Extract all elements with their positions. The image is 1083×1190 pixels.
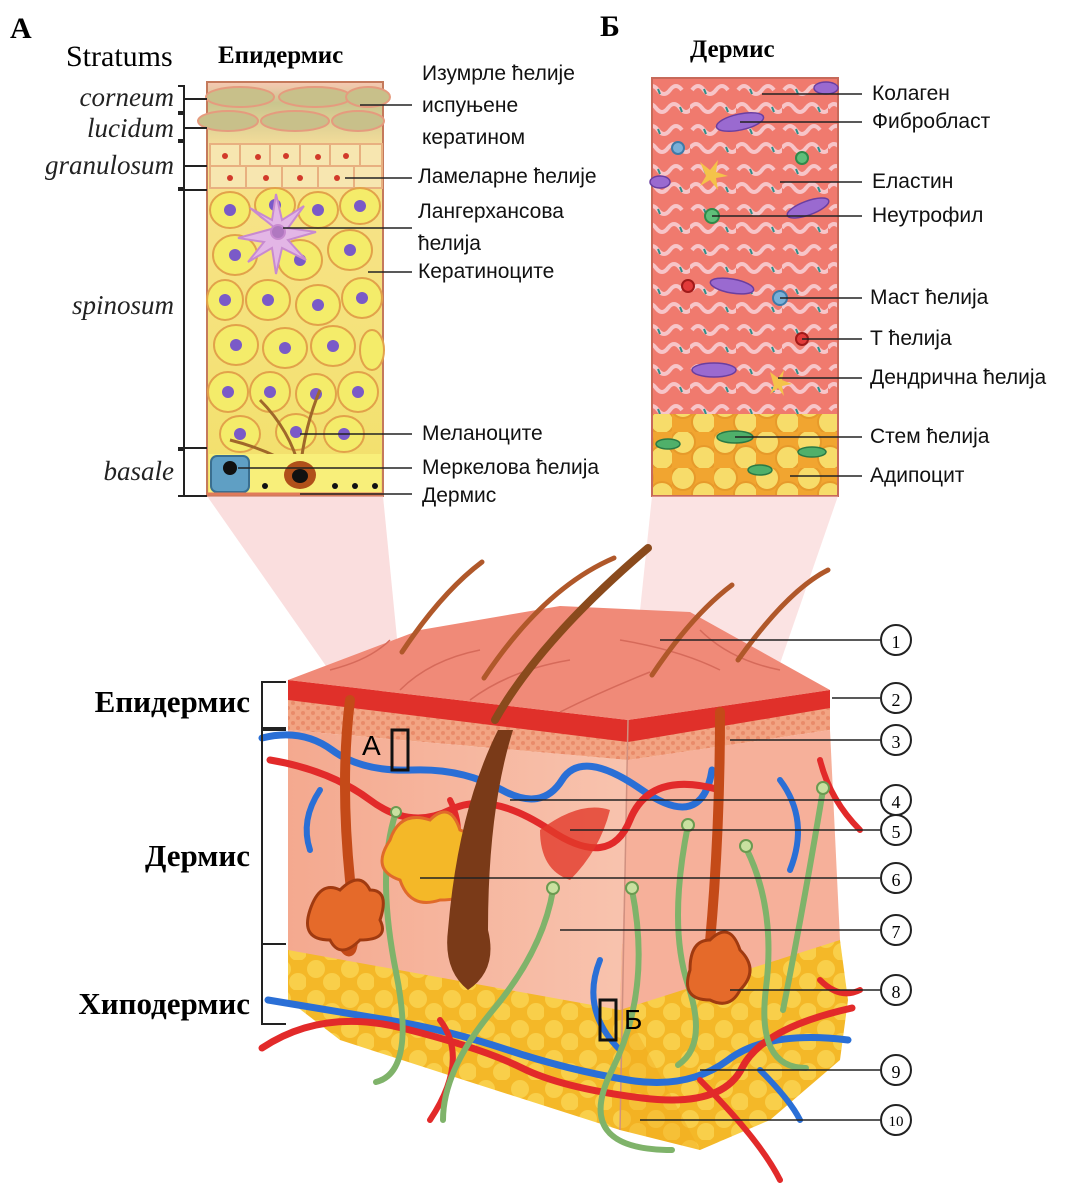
label-dendritic-cell: Дендрична ћелија (870, 362, 1046, 394)
label-lamellar-cells: Ламеларне ћелије (418, 161, 597, 193)
layer-hypodermis: Хиподермис (10, 986, 250, 1022)
callout-2: 2 (880, 682, 912, 714)
label-elastin: Еластин (872, 166, 953, 198)
label-adipocyte: Адипоцит (870, 460, 964, 492)
stratum-spinosum: spinosum (4, 290, 174, 321)
stratum-basale: basale (4, 456, 174, 487)
callout-7: 7 (880, 914, 912, 946)
layer-dermis: Дермис (10, 838, 250, 874)
label-stem-cell: Стем ћелија (870, 421, 990, 453)
label-dead-cells-3: кератином (422, 122, 525, 154)
dermis-panel-title: Дермис (690, 36, 775, 64)
label-dead-cells-1: Изумрле ћелије (422, 58, 575, 90)
callout-4: 4 (880, 784, 912, 816)
callout-5: 5 (880, 814, 912, 846)
callout-8: 8 (880, 974, 912, 1006)
label-fibroblast: Фибробласт (872, 106, 990, 138)
dermis-panel-illustration (650, 78, 838, 496)
marker-b: Б (624, 1004, 642, 1036)
stratum-corneum: corneum (4, 82, 174, 113)
callout-6: 6 (880, 862, 912, 894)
label-dead-cells-2: испуњене (422, 90, 518, 122)
label-keratinocytes: Кератиноците (418, 256, 554, 288)
callout-3: 3 (880, 724, 912, 756)
label-langerhans-1: Лангерхансова (418, 196, 564, 228)
label-t-cell: Т ћелија (870, 323, 952, 355)
callout-1: 1 (880, 624, 912, 656)
stratum-lucidum: lucidum (4, 113, 174, 144)
layer-epidermis: Епидермис (10, 684, 250, 720)
label-neutrophil: Неутрофил (872, 200, 983, 232)
label-mast-cell: Маст ћелија (870, 282, 988, 314)
panel-b-letter: Б (600, 10, 620, 44)
stratum-granulosum: granulosum (4, 150, 174, 181)
stratums-heading: Stratums (66, 40, 173, 74)
callout-10: 10 (880, 1104, 912, 1136)
callout-9: 9 (880, 1054, 912, 1086)
marker-a: А (362, 730, 381, 762)
label-dermis-a: Дермис (422, 480, 496, 512)
strata-brackets (178, 86, 207, 496)
panel-a-letter: A (10, 12, 32, 46)
epidermis-panel-title: Епидермис (218, 42, 343, 70)
label-melanocytes: Меланоците (422, 418, 543, 450)
